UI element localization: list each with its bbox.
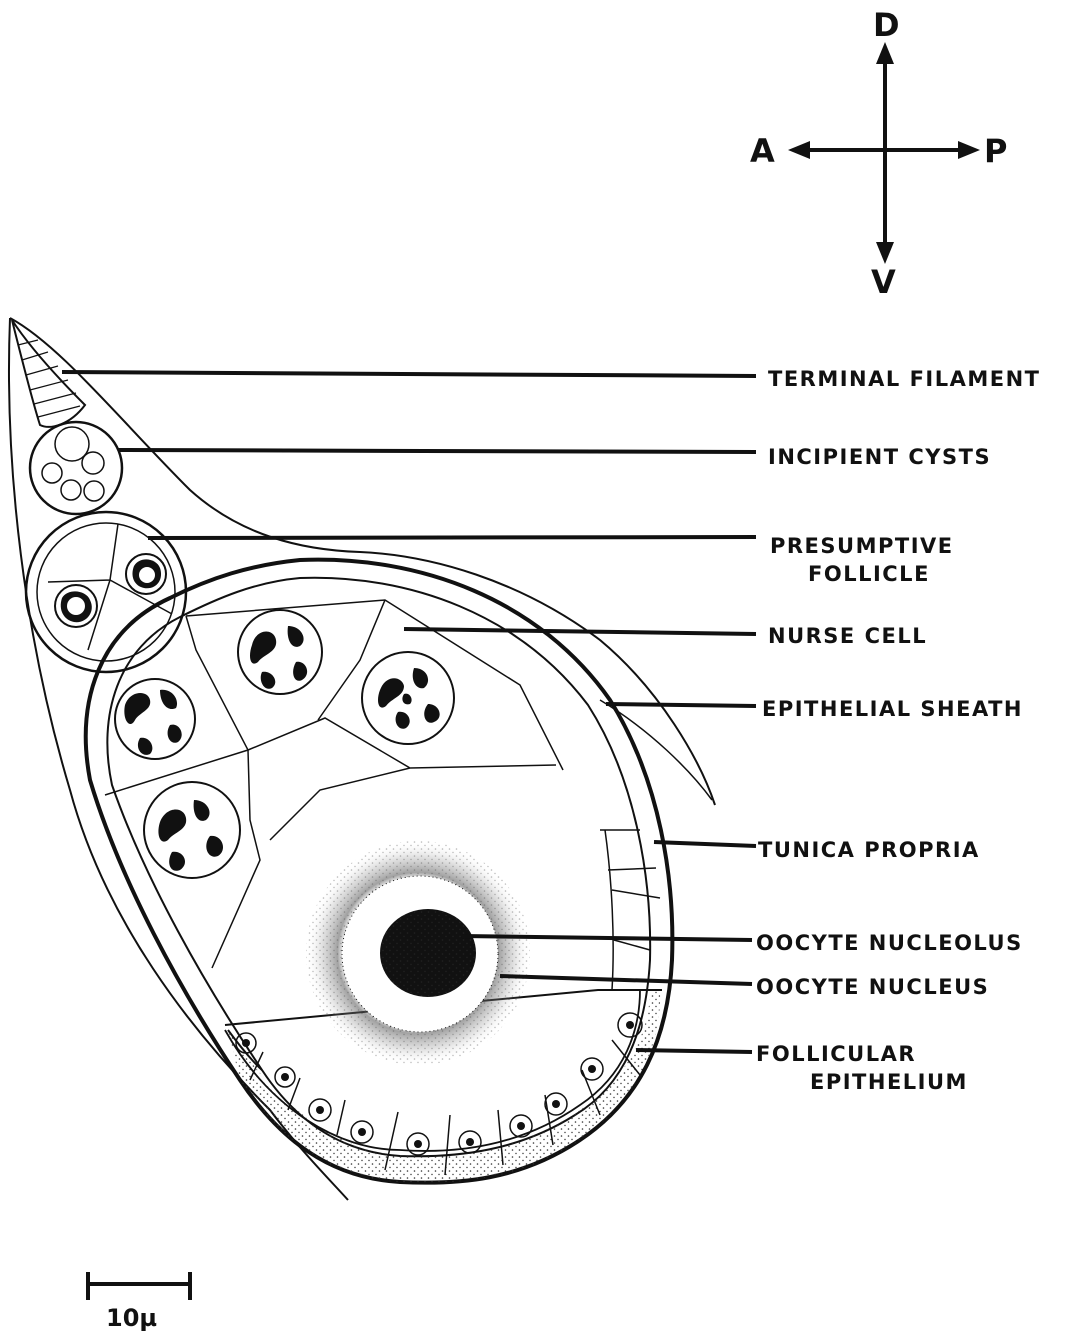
label-presumptive-follicle-line1: PRESUMPTIVE — [770, 534, 954, 558]
leader-terminal-filament — [62, 372, 756, 376]
anterior-label: A — [750, 132, 775, 170]
lateral-follicle-cells — [600, 830, 660, 990]
label-follicular-epithelium-line2: EPITHELIUM — [810, 1070, 968, 1094]
leader-incipient-cysts — [118, 450, 756, 452]
posterior-arrowhead-icon — [958, 141, 980, 159]
leader-epithelial-sheath — [606, 704, 756, 706]
leader-nurse-cell — [404, 629, 756, 634]
orientation-compass: D V A P — [750, 6, 1007, 301]
label-presumptive-follicle-line2: FOLLICLE — [808, 562, 930, 586]
label-follicular-epithelium-line1: FOLLICULAR — [756, 1042, 916, 1066]
posterior-label: P — [984, 132, 1007, 170]
leader-oocyte-nucleus — [500, 976, 752, 984]
incipient-cysts — [30, 422, 122, 514]
leader-presumptive-follicle — [148, 537, 756, 538]
label-terminal-filament: TERMINAL FILAMENT — [768, 367, 1041, 391]
scale-bar-label: 10µ — [106, 1304, 157, 1332]
label-incipient-cysts: INCIPIENT CYSTS — [768, 445, 991, 469]
ventral-label: V — [871, 263, 896, 301]
anterior-arrowhead-icon — [788, 141, 810, 159]
label-oocyte-nucleus: OOCYTE NUCLEUS — [756, 975, 989, 999]
dorsal-label: D — [873, 6, 900, 44]
nurse-cell-nuclei — [115, 610, 454, 878]
ventral-arrowhead-icon — [876, 242, 894, 264]
label-epithelial-sheath: EPITHELIAL SHEATH — [762, 697, 1023, 721]
structure-labels: TERMINAL FILAMENT INCIPIENT CYSTS PRESUM… — [756, 367, 1041, 1094]
scale-bar: 10µ — [88, 1272, 190, 1332]
label-tunica-propria: TUNICA PROPRIA — [758, 838, 980, 862]
leader-tunica-propria — [654, 842, 756, 846]
dorsal-arrowhead-icon — [876, 42, 894, 64]
label-oocyte-nucleolus: OOCYTE NUCLEOLUS — [756, 931, 1023, 955]
label-nurse-cell: NURSE CELL — [768, 624, 927, 648]
leader-follicular-epithelium — [636, 1050, 752, 1052]
